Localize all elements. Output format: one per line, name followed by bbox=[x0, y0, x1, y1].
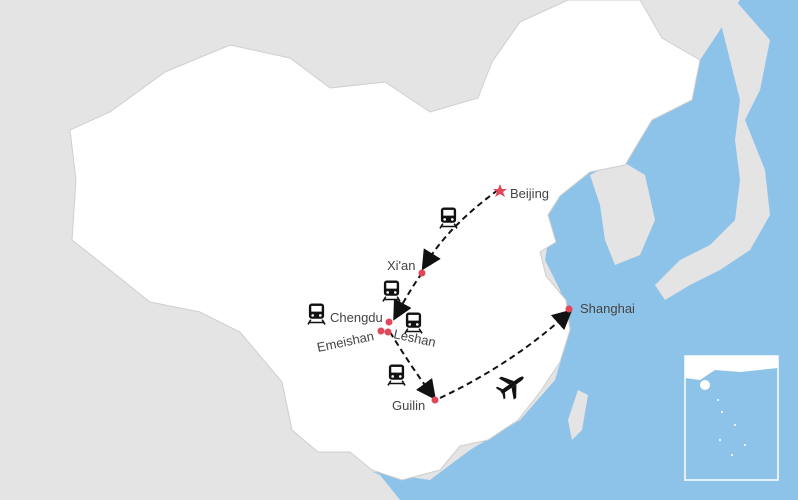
city-dot-chengdu bbox=[385, 318, 393, 326]
city-dot-guilin bbox=[431, 396, 439, 404]
city-dot-leshan bbox=[384, 328, 392, 336]
city-dot-shanghai bbox=[565, 305, 573, 313]
route-guilin-shanghai bbox=[439, 309, 573, 399]
city-label-guilin: Guilin bbox=[392, 398, 425, 413]
taiwan bbox=[568, 390, 588, 440]
south-china-sea-inset bbox=[684, 355, 779, 481]
japan bbox=[655, 0, 770, 300]
city-dot-xian bbox=[418, 269, 426, 277]
route-leshan-guilin bbox=[389, 331, 436, 401]
southeast-asia bbox=[0, 395, 400, 500]
china bbox=[69, 0, 701, 481]
city-label-beijing: Beijing bbox=[510, 186, 549, 201]
city-label-chengdu: Chengdu bbox=[330, 310, 383, 325]
korea bbox=[590, 160, 655, 265]
city-label-shanghai: Shanghai bbox=[580, 301, 635, 316]
city-label-xian: Xi'an bbox=[387, 258, 416, 273]
route-xian-chengdu bbox=[393, 272, 423, 321]
route-beijing-xian bbox=[421, 189, 499, 271]
airplane-icon bbox=[495, 376, 524, 400]
star-icon bbox=[493, 184, 507, 197]
city-dot-emeishan bbox=[377, 327, 385, 335]
